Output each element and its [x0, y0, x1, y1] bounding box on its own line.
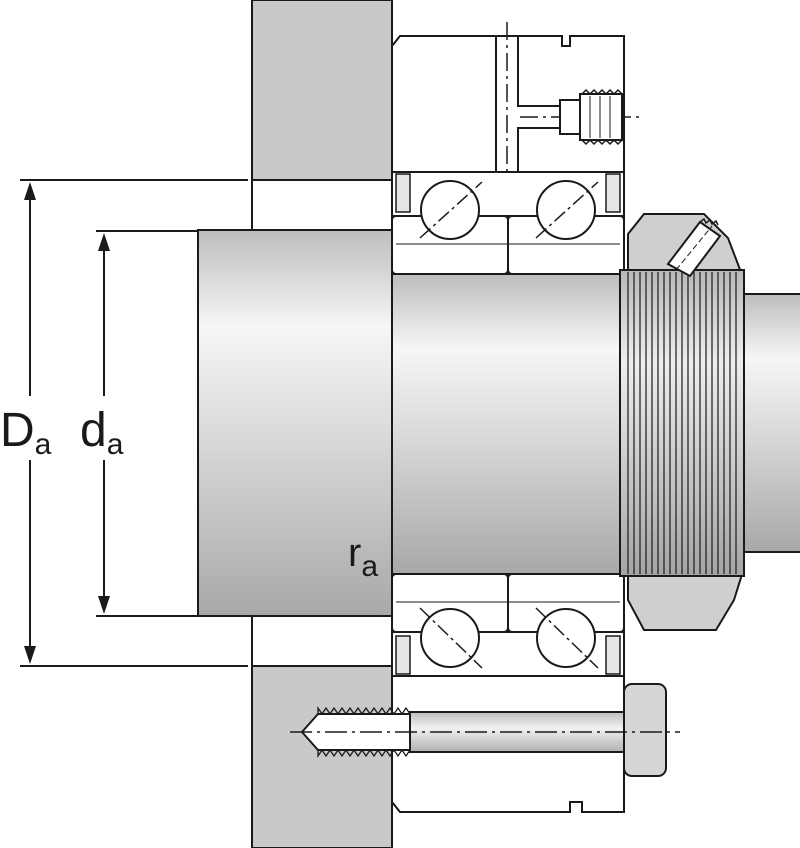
upper-bearing-pair: [391, 171, 625, 275]
set-screw-icon: [666, 217, 722, 278]
label-d-a: da: [80, 404, 124, 461]
arrow-up-icon: [98, 233, 110, 251]
ball-icon: [420, 180, 480, 240]
arrow-down-icon: [24, 646, 36, 664]
shaft-journal: [391, 273, 621, 575]
ball-icon: [536, 180, 596, 240]
label-D-a: Da: [0, 404, 52, 461]
dimension-d-line: [96, 230, 198, 617]
shaft-end: [743, 293, 800, 553]
mounting-bolt-icon: [290, 683, 680, 777]
label-r-a: ra: [348, 531, 378, 583]
grease-nipple-icon: [559, 88, 623, 146]
housing-wall: [251, 0, 393, 848]
ball-icon: [420, 608, 480, 668]
arrow-down-icon: [98, 596, 110, 614]
lower-bearing-pair: [391, 573, 625, 677]
dimension-D-line: [20, 179, 248, 667]
arrow-up-icon: [24, 182, 36, 200]
lock-nut-icon: [619, 213, 745, 631]
shaft-shoulder: [197, 229, 393, 617]
ball-icon: [536, 608, 596, 668]
